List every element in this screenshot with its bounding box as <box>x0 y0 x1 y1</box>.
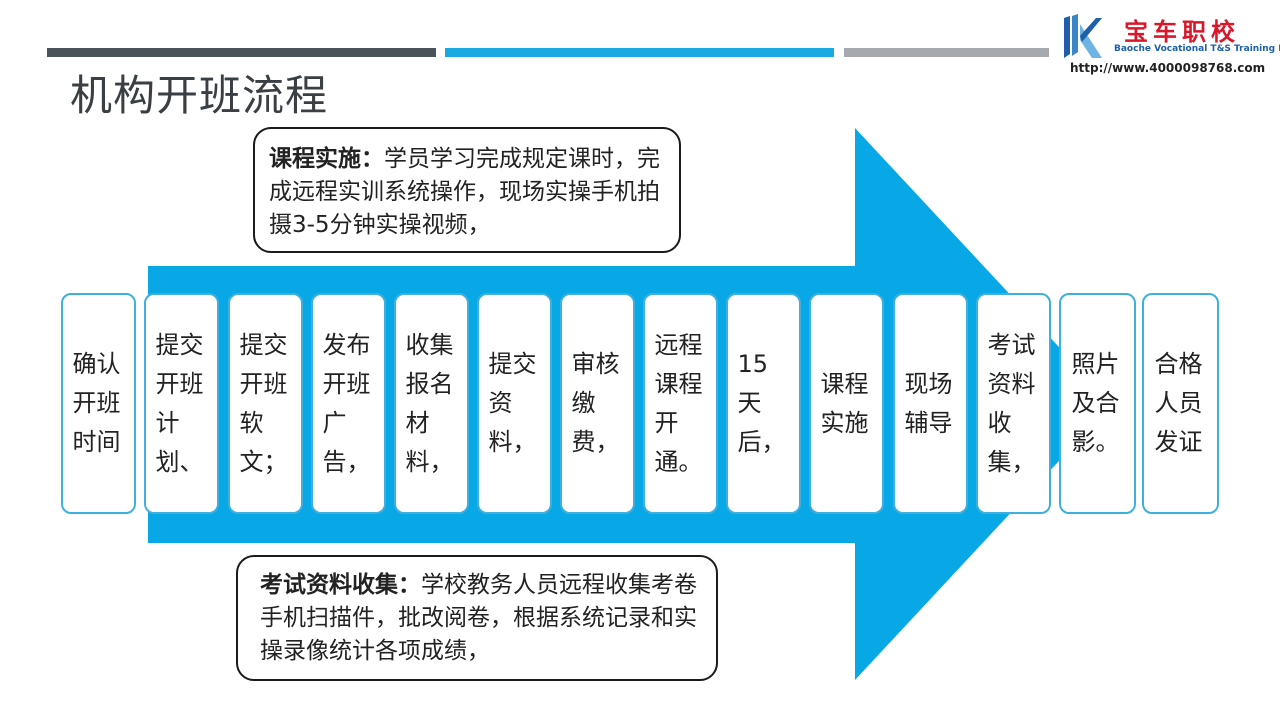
logo-subtitle: Baoche Vocational T&S Training Institute <box>1114 44 1280 54</box>
process-step-5: 收集报名材料， <box>394 293 469 514</box>
process-step-label: 课程实施 <box>820 369 869 437</box>
process-step-3: 提交开班软文； <box>228 293 303 514</box>
process-step-label: 提交开班计划、 <box>155 330 204 476</box>
callout-bottom-text: 学校教务人员远程收集考卷手机扫描件，批改阅卷，根据系统记录和实操录像统计各项成绩… <box>260 572 697 664</box>
process-step-label: 提交资料， <box>488 350 537 456</box>
process-step-9: 15天后， <box>726 293 801 514</box>
school-logo: 宝车职校 Baoche Vocational T&S Training Inst… <box>1052 10 1280 80</box>
process-step-label: 收集报名材料， <box>405 330 454 476</box>
process-step-13: 照片及合影。 <box>1059 293 1136 514</box>
header-bar-dark <box>47 48 436 57</box>
callout-course-implementation: 课程实施：学员学习完成规定课时，完成远程实训系统操作，现场实操手机拍摄3-5分钟… <box>253 127 681 253</box>
process-step-label: 发布开班广告， <box>322 330 371 476</box>
logo-url[interactable]: http://www.4000098768.com <box>1070 61 1266 75</box>
process-step-label: 照片及合影。 <box>1071 350 1120 456</box>
process-step-7: 审核缴费， <box>560 293 635 514</box>
process-step-11: 现场辅导 <box>893 293 968 514</box>
page-title: 机构开班流程 <box>70 71 329 120</box>
header-bar-grey <box>844 48 1049 57</box>
process-step-label: 现场辅导 <box>904 369 953 437</box>
logo-name: 宝车职校 <box>1124 18 1240 46</box>
logo-book-icon <box>1064 14 1102 58</box>
process-step-1: 确认开班时间 <box>61 293 136 514</box>
process-step-6: 提交资料， <box>477 293 552 514</box>
process-step-4: 发布开班广告， <box>311 293 386 514</box>
callout-top-heading: 课程实施： <box>269 146 384 172</box>
process-step-label: 远程课程开通。 <box>654 330 703 476</box>
header-bar-blue <box>445 48 834 57</box>
process-step-label: 合格人员发证 <box>1154 350 1203 456</box>
process-step-label: 考试资料收集， <box>987 330 1036 476</box>
process-step-label: 审核缴费， <box>571 350 620 456</box>
process-step-2: 提交开班计划、 <box>144 293 219 514</box>
process-step-8: 远程课程开通。 <box>643 293 718 514</box>
process-step-label: 15天后， <box>737 350 786 456</box>
callout-exam-collection: 考试资料收集：学校教务人员远程收集考卷手机扫描件，批改阅卷，根据系统记录和实操录… <box>236 555 718 681</box>
callout-bottom-heading: 考试资料收集： <box>260 572 421 598</box>
process-step-12: 考试资料收集， <box>976 293 1051 514</box>
process-step-10: 课程实施 <box>809 293 884 514</box>
callout-top-text: 学员学习完成规定课时，完成远程实训系统操作，现场实操手机拍摄3-5分钟实操视频， <box>269 146 660 238</box>
process-step-label: 确认开班时间 <box>72 350 121 456</box>
process-step-14: 合格人员发证 <box>1142 293 1219 514</box>
process-step-label: 提交开班软文； <box>239 330 288 476</box>
